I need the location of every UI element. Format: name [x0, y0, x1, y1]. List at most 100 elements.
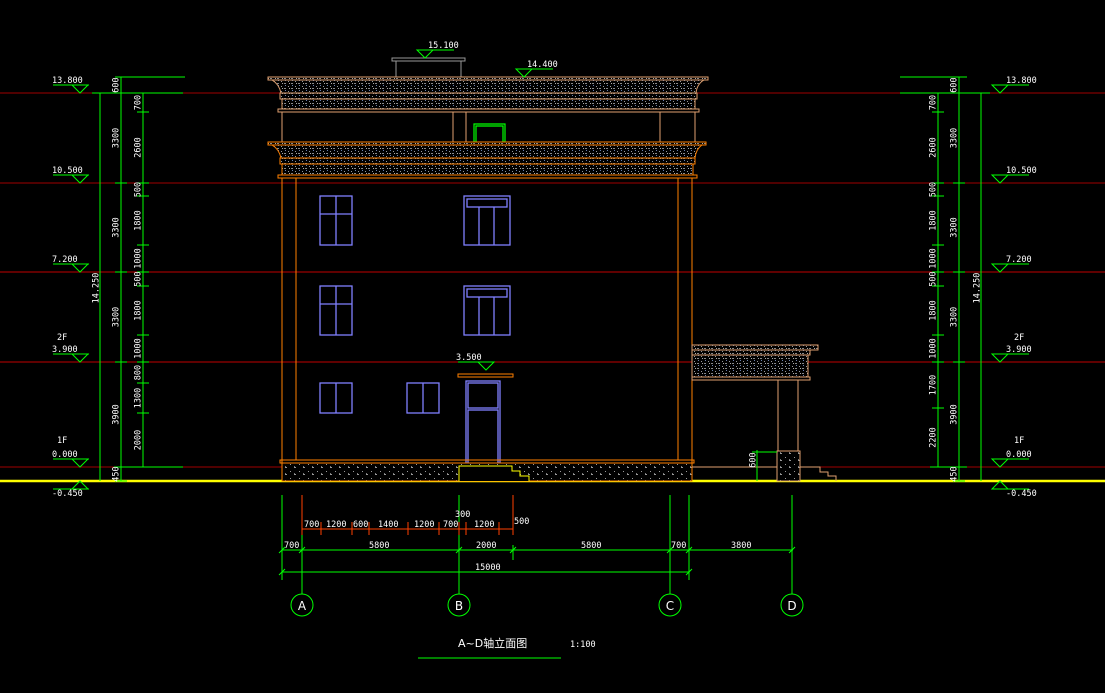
elevation-triangle-icon	[990, 458, 1010, 468]
elevation-label-left: 7.200	[52, 255, 78, 265]
plinth	[279, 459, 695, 482]
middle-cornice	[267, 141, 707, 179]
dim-right-inner: 2600	[929, 137, 939, 157]
dim-right-inner: 1700	[929, 375, 939, 395]
window-2f-left	[319, 285, 353, 336]
dim-axis: 700	[671, 541, 686, 551]
elevation-triangle-icon	[990, 84, 1010, 94]
roof-structure	[391, 57, 466, 77]
elevation-label-left: 3.900	[52, 345, 78, 355]
entrance-door	[465, 380, 501, 468]
dim-right-outer: 450	[950, 466, 960, 481]
attic-opening	[473, 123, 506, 142]
dim-detail: 1200	[326, 520, 346, 530]
porch	[691, 344, 837, 482]
axis-bubble-c: C	[658, 593, 682, 617]
dim-left-inner: 1000	[134, 248, 144, 268]
elevation-label-right: -0.450	[1006, 489, 1037, 499]
dim-left-outer: 450	[112, 466, 122, 481]
detail-ticks	[301, 522, 514, 535]
dim-left-inner: 500	[134, 271, 144, 286]
axis-label: B	[455, 599, 463, 613]
dim-left-inner: 1300	[134, 388, 144, 408]
dim-right-inner: 700	[929, 95, 939, 110]
elevation-triangle-icon	[476, 361, 496, 371]
walls	[281, 178, 693, 481]
dim-left-inner: 800	[134, 365, 144, 380]
dim-right-outer: 3300	[950, 307, 960, 327]
floor-label-1f: 1F	[1014, 436, 1024, 446]
dim-total: 15000	[475, 563, 501, 573]
dim-left-inner: 2000	[134, 430, 144, 450]
dim-left-outer: 600	[112, 77, 122, 92]
drawing-title: A~D轴立面图	[458, 636, 527, 650]
floor-label-2f: 2F	[57, 333, 67, 343]
elevation-triangle-icon	[70, 353, 90, 363]
elevation-label-right: 10.500	[1006, 166, 1037, 176]
building	[267, 57, 837, 482]
floor-label-2f: 2F	[1014, 333, 1024, 343]
floor-label-1f: 1F	[57, 436, 67, 446]
elevation-triangle-icon	[70, 174, 90, 184]
dim-left-inner: 1800	[134, 300, 144, 320]
dim-right-outer: 3300	[950, 128, 960, 148]
dim-total-left: 14.250	[92, 273, 102, 304]
dim-left-outer: 3300	[112, 128, 122, 148]
elevation-label-right: 7.200	[1006, 255, 1032, 265]
elevation-triangle-icon	[70, 458, 90, 468]
elevation-label-right: 0.000	[1006, 450, 1032, 460]
elevation-triangle-icon	[990, 174, 1010, 184]
dim-right-inner: 1800	[929, 210, 939, 230]
axis-bubbles: A B C D	[290, 593, 804, 617]
dim-right-inner: 1000	[929, 338, 939, 358]
elevation-label-left: 10.500	[52, 166, 83, 176]
dim-right-inner: 2200	[929, 427, 939, 447]
window-2f-right	[463, 285, 511, 336]
dim-left-outer: 3300	[112, 307, 122, 327]
dim-axis: 2000	[476, 541, 496, 551]
drawing-scale: 1:100	[570, 640, 596, 650]
elevation-triangle-icon	[514, 68, 534, 78]
dim-axis: 5800	[581, 541, 601, 551]
elevation-triangle-icon	[990, 353, 1010, 363]
dim-detail: 700	[443, 520, 458, 530]
axis-bubble-d: D	[780, 593, 804, 617]
porch-dimension	[752, 450, 777, 481]
dim-right-inner: 1000	[929, 248, 939, 268]
window-1f-mid	[406, 382, 440, 414]
attic-walls	[281, 112, 696, 142]
elevation-triangle-icon	[70, 263, 90, 273]
axis-circle-icon	[290, 593, 314, 617]
axis-bubble-a: A	[290, 593, 314, 617]
dim-left-inner: 1000	[134, 338, 144, 358]
elevation-label-parapet: 14.400	[527, 60, 558, 70]
axis-circle-icon	[780, 593, 804, 617]
dim-porch: 600	[749, 452, 759, 467]
dim-right-inner: 500	[929, 182, 939, 197]
labels: 13.800 10.500 7.200 3.900 0.000 -0.450 13.800 1…	[52, 41, 1037, 573]
dimension-ticks	[115, 76, 965, 576]
dim-detail: 1200	[474, 520, 494, 530]
elevation-label-right: 13.800	[1006, 76, 1037, 86]
elevation-label-roof: 15.100	[428, 41, 459, 51]
elevation-triangle-icon	[990, 263, 1010, 273]
dim-right-outer: 3300	[950, 217, 960, 237]
dim-detail: 600	[353, 520, 368, 530]
dim-left-inner: 700	[134, 95, 144, 110]
elevation-markers	[53, 49, 1029, 490]
windows	[319, 195, 511, 468]
elevation-triangle-icon	[70, 84, 90, 94]
dim-detail: 1200	[414, 520, 434, 530]
dim-left-inner: 500	[134, 182, 144, 197]
axis-label: A	[298, 599, 307, 613]
elevation-label-left: 0.000	[52, 450, 78, 460]
axis-circle-icon	[447, 593, 471, 617]
elevation-label-canopy: 3.500	[456, 353, 482, 363]
dim-right-inner: 1800	[929, 300, 939, 320]
elevation-label-left: 13.800	[52, 76, 83, 86]
top-cornice	[267, 76, 709, 113]
dim-right-inner: 500	[929, 271, 939, 286]
dim-left-inner: 1800	[134, 210, 144, 230]
dim-axis: 3800	[731, 541, 751, 551]
